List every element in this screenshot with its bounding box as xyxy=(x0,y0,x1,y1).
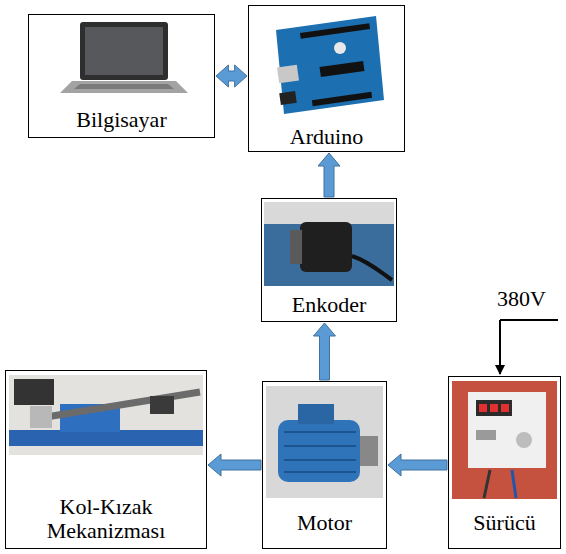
encoder-picture-part xyxy=(300,222,352,272)
node-label: Sürücü xyxy=(471,511,537,536)
node-label: Kol-Kızak Mekanizması xyxy=(24,495,188,544)
mechanism-picture-part xyxy=(150,396,174,414)
drive-picture-part xyxy=(468,392,546,468)
controller-box: Arduino xyxy=(248,5,405,152)
flow-arrow xyxy=(208,454,261,476)
motor-picture-part xyxy=(284,445,356,447)
motor-picture-part xyxy=(266,386,383,498)
flow-arrow xyxy=(216,65,247,87)
drive-picture xyxy=(452,381,557,499)
mechanism-picture-part xyxy=(9,430,203,446)
encoder-box: Enkoder xyxy=(261,198,397,322)
motor-box: Motor xyxy=(262,381,387,549)
drive-picture-part xyxy=(452,381,557,499)
node-label: Motor xyxy=(295,511,354,536)
mechanism-picture-part xyxy=(30,406,52,428)
drive-picture-part xyxy=(484,470,490,498)
mechanism-picture xyxy=(9,375,203,455)
supply-line xyxy=(500,320,558,374)
laptop-picture-part xyxy=(74,84,174,89)
encoder-picture-part xyxy=(264,202,394,224)
encoder-picture-part xyxy=(264,202,394,286)
arduino-picture-part xyxy=(279,91,297,105)
motor-picture-part xyxy=(298,404,334,424)
arduino-picture-part xyxy=(277,65,299,84)
motor-picture-part xyxy=(278,420,360,482)
laptop-picture-part xyxy=(80,22,168,80)
laptop-picture xyxy=(60,22,188,93)
mechanism-picture-part xyxy=(14,379,54,405)
arduino-picture-part xyxy=(312,92,372,106)
flow-arrow xyxy=(318,153,340,197)
laptop-picture-part xyxy=(60,81,188,93)
drive-picture-part xyxy=(476,430,496,440)
drive-picture-part xyxy=(512,470,516,498)
mechanism-picture-part xyxy=(40,392,200,418)
arduino-picture-part xyxy=(320,61,365,77)
voltage-label: 380V xyxy=(497,286,546,312)
encoder-picture-part xyxy=(290,230,302,264)
arduino-picture xyxy=(268,14,386,114)
drive-picture-part xyxy=(490,404,498,412)
computer-box: Bilgisayar xyxy=(28,14,215,138)
laptop-picture-part xyxy=(85,27,163,75)
supply-line-part xyxy=(499,320,501,374)
motor-picture-part xyxy=(284,431,356,433)
drive-picture-part xyxy=(516,432,532,448)
drive-picture-part xyxy=(476,400,512,416)
flow-arrow xyxy=(314,323,336,380)
supply-line-part xyxy=(500,319,558,321)
encoder-picture-part xyxy=(352,256,392,280)
node-label: Bilgisayar xyxy=(74,108,168,133)
mechanism-picture-part xyxy=(9,375,203,455)
driver-box: Sürücü xyxy=(448,376,561,549)
motor-picture-part xyxy=(284,471,356,473)
drive-picture-part xyxy=(501,404,509,412)
arduino-picture-part xyxy=(334,42,346,54)
encoder-picture xyxy=(264,202,394,286)
node-label: Enkoder xyxy=(290,293,369,318)
node-label: Arduino xyxy=(288,125,365,150)
flow-arrow xyxy=(388,454,447,476)
arduino-picture-part xyxy=(300,23,370,39)
arduino-picture-part xyxy=(268,14,386,114)
drive-picture-part xyxy=(479,404,487,412)
motor-picture xyxy=(266,386,383,498)
mechanism-box: Kol-Kızak Mekanizması xyxy=(5,370,207,549)
motor-picture-part xyxy=(360,436,378,466)
motor-picture-part xyxy=(284,459,356,461)
arduino-picture-part xyxy=(276,16,384,114)
